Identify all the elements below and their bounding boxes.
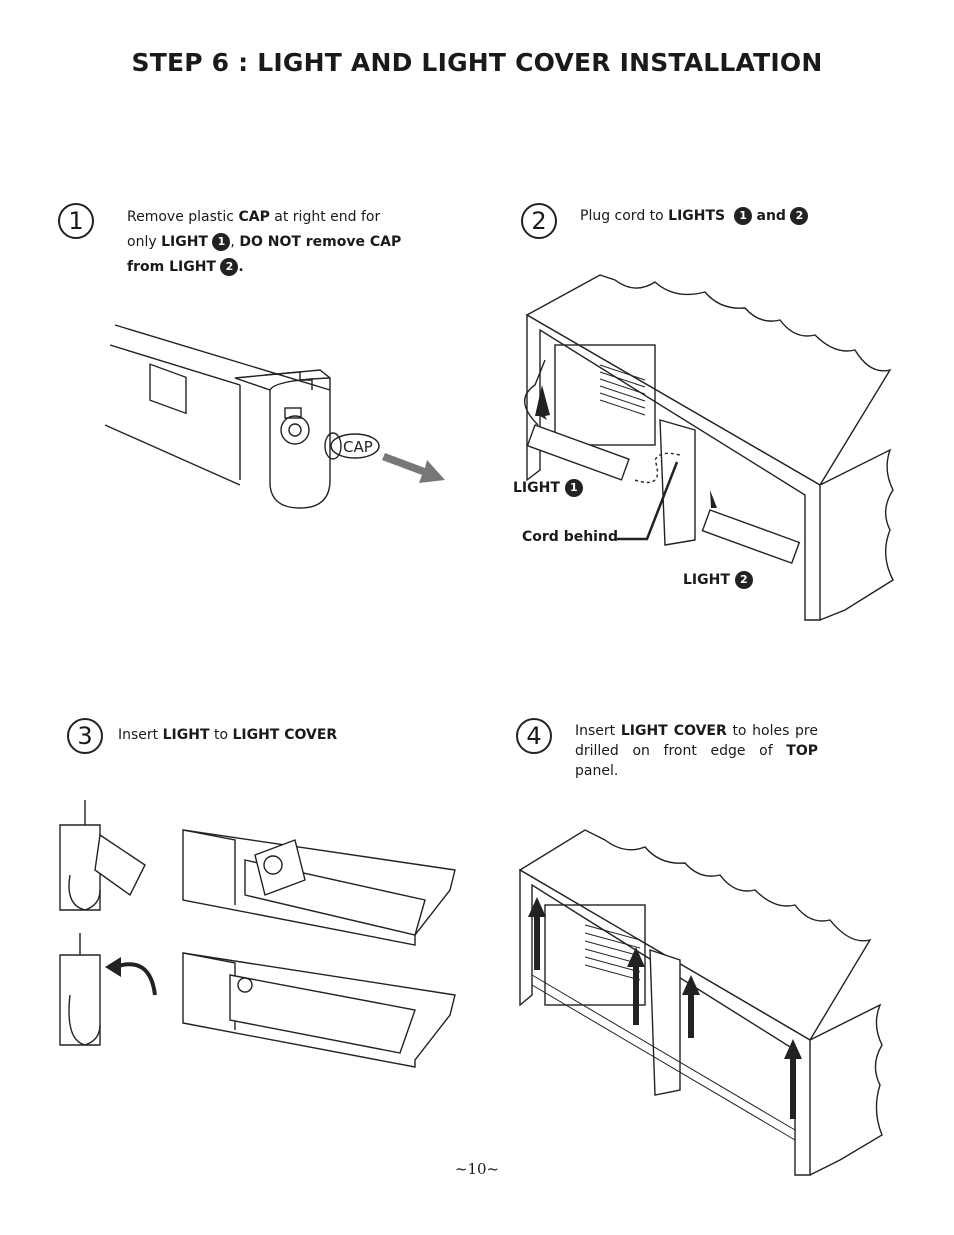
step-2-number: 2 xyxy=(521,203,557,239)
step-1-number: 1 xyxy=(58,203,94,239)
cord-behind-label: Cord behind xyxy=(522,529,618,545)
step-2-instruction: Plug cord to LIGHTS 1 and 2 xyxy=(580,204,880,229)
cord-pointer-line xyxy=(617,461,679,541)
upward-arrows-icon xyxy=(528,897,802,1119)
step-4-instruction: Insert LIGHT COVER to holes pre drilled … xyxy=(575,723,818,779)
removal-arrow-icon xyxy=(382,453,445,483)
cabinet-cord-illustration xyxy=(524,274,894,621)
step-1-instruction: Remove plastic CAP at right end for only… xyxy=(127,209,402,276)
cabinet-cover-install-illustration xyxy=(518,829,883,1176)
step-4-number: 4 xyxy=(516,718,552,754)
light-2-label: LIGHT 2 xyxy=(683,571,753,589)
page-number: ~10~ xyxy=(454,1160,500,1178)
light-cap-removal-illustration: CAP xyxy=(104,324,445,509)
step-3-instruction: Insert LIGHT to LIGHT COVER xyxy=(118,727,338,743)
page-title: STEP 6 : LIGHT AND LIGHT COVER INSTALLAT… xyxy=(131,48,823,77)
step-3-number: 3 xyxy=(67,718,103,754)
light-1-label: LIGHT 1 xyxy=(513,479,583,497)
light-1-badge: 1 xyxy=(212,233,231,251)
light-cover-insert-illustration xyxy=(59,800,456,1068)
light-2-badge: 2 xyxy=(220,258,239,276)
rotate-arrow-icon xyxy=(114,962,157,996)
cap-label: CAP xyxy=(343,438,373,456)
